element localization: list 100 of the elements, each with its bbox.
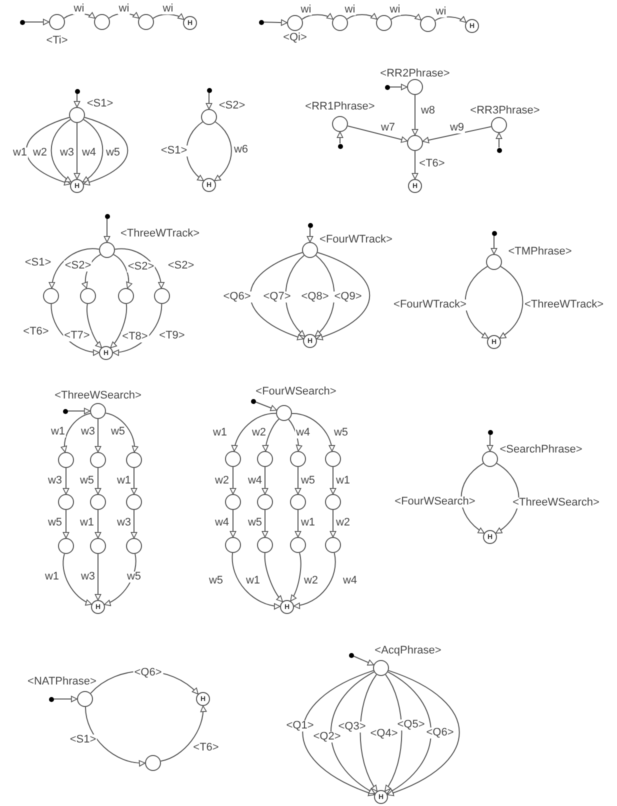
arrow: [285, 254, 306, 337]
edge-label: w1: [50, 426, 66, 438]
edge-label: <T6>: [418, 158, 446, 170]
arrow: [360, 674, 378, 792]
edge-label: w5: [46, 518, 64, 528]
arrow: [130, 468, 138, 494]
edge-label: w1: [244, 576, 262, 586]
edge-label: w3: [80, 426, 96, 438]
arrow: [486, 434, 494, 452]
arrow: [114, 248, 164, 289]
edge-label: <S1>: [24, 258, 52, 268]
arrow: [112, 304, 162, 356]
arrow: [384, 674, 402, 792]
edge-label: w3: [46, 476, 64, 486]
arrow: [53, 696, 78, 702]
state-label: <FourWSearch>: [256, 386, 336, 398]
edge-label: <FourWTrack>: [392, 300, 468, 310]
edge-label: <Q7>: [262, 292, 292, 302]
arrow: [386, 671, 432, 794]
arrow: [82, 119, 104, 183]
arrow: [104, 218, 110, 242]
edge-label: <S2>: [64, 260, 92, 272]
edge-label: <FourWSearch>: [394, 496, 476, 508]
state-label: <Ti>: [46, 36, 68, 46]
arrow: [412, 150, 418, 180]
edge-label: w2: [250, 428, 268, 438]
arrow: [130, 510, 138, 538]
edge-label: w3: [58, 148, 76, 158]
arrow: [230, 466, 236, 494]
edge-label: <Q4>: [369, 728, 399, 740]
arrow: [294, 510, 302, 538]
arrow: [294, 466, 302, 494]
edge-label: <Q5>: [396, 720, 426, 730]
state-label: <S1>: [86, 98, 114, 110]
state-label: <SearchPhrase>: [500, 444, 582, 456]
edge-label: <T6>: [22, 326, 50, 338]
arrow: [186, 121, 204, 182]
arrow: [302, 13, 334, 20]
arrow: [254, 401, 278, 412]
edge-label: <ThreeWTrack>: [523, 300, 605, 310]
edge-label: <S2>: [166, 260, 196, 272]
state-label: <FourWTrack>: [320, 234, 392, 246]
arrow: [262, 466, 268, 494]
edge-label: <ThreeWSearch>: [512, 498, 600, 508]
arrow: [62, 468, 70, 494]
state-label: <AcqPhrase>: [374, 646, 442, 656]
arrow: [389, 84, 408, 90]
arrow: [49, 248, 100, 289]
arrow: [62, 553, 92, 606]
edge-label: w1: [78, 518, 96, 528]
arrow: [64, 12, 96, 19]
state-label: <ThreeWSearch>: [54, 390, 142, 402]
edge-label: w3: [116, 518, 132, 528]
edge-label: w5: [104, 148, 122, 158]
arrow: [263, 19, 288, 26]
arrow: [250, 252, 304, 340]
edge-label: wi: [388, 4, 402, 16]
state-label: <ThreeWTrack>: [120, 228, 200, 240]
arrow: [94, 418, 102, 452]
edge-label: w5: [332, 428, 350, 438]
arrow: [50, 304, 100, 356]
arrow: [94, 510, 102, 538]
arrow: [490, 235, 498, 254]
arrow: [495, 462, 520, 534]
edge-label: <T7>: [63, 330, 91, 342]
arrow: [67, 408, 90, 414]
edge-label: <Q8>: [300, 292, 330, 302]
arrow: [113, 254, 132, 289]
state-label: <TMPhrase>: [508, 246, 572, 258]
edge-label: wi: [434, 6, 448, 18]
arrow: [214, 121, 232, 182]
edge-label: <S1>: [160, 146, 188, 156]
arrow: [62, 510, 70, 538]
arrow: [152, 14, 184, 20]
state-label: <NATPhrase>: [28, 676, 96, 688]
edge-label: wi: [300, 4, 312, 16]
arrow: [74, 93, 80, 108]
edge-label: w1: [212, 428, 228, 438]
edge-label: w5: [246, 518, 264, 528]
arrow: [26, 116, 71, 186]
edge-label: w1: [300, 518, 316, 528]
arrow: [108, 12, 140, 19]
edge-label: wi: [344, 4, 356, 16]
edge-label: <Q3>: [337, 722, 367, 732]
arrow: [61, 412, 91, 453]
edge-label: w9: [448, 122, 466, 134]
edge-label: w5: [208, 576, 224, 586]
edge-label: w4: [246, 476, 264, 486]
edge-label: w5: [110, 426, 126, 438]
arrow: [390, 14, 422, 20]
edge-label: <Q6>: [133, 668, 163, 678]
edge-label: w5: [78, 476, 96, 486]
edge-label: <Q1>: [285, 720, 315, 732]
arrow: [110, 304, 128, 348]
arrow: [306, 227, 314, 242]
arrow: [412, 94, 418, 136]
arrow: [330, 466, 336, 494]
state-label: <RR1Phrase>: [305, 102, 375, 112]
arrow: [232, 552, 281, 610]
arrow: [160, 706, 206, 762]
